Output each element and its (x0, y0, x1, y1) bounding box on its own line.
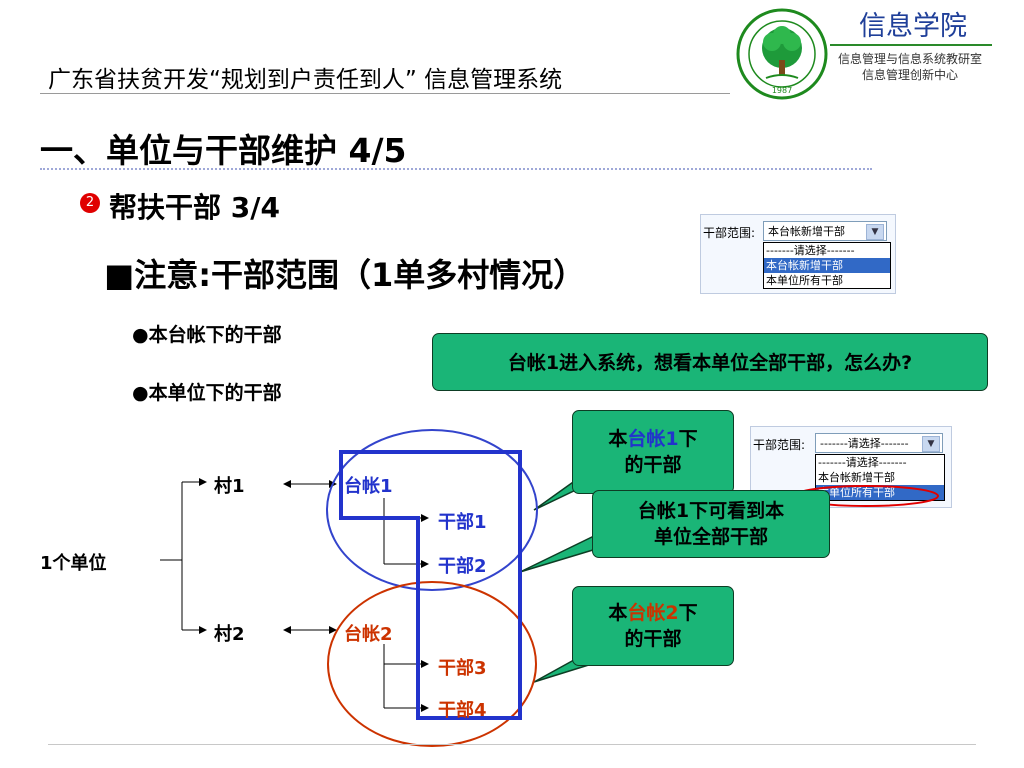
scope-select-1[interactable]: 本台帐新增干部 ▼ (763, 221, 887, 241)
footer-divider (48, 744, 976, 745)
section-title: 一、单位与干部维护 4/5 (40, 131, 407, 170)
ledger2-scope-circle (327, 581, 537, 747)
header-divider (40, 93, 730, 94)
scope-dropdown-1: -------请选择------- 本台帐新增干部 本单位所有干部 (763, 242, 891, 289)
cadre2-label: 干部2 (438, 556, 487, 577)
ledger1-label: 台帐1 (344, 476, 393, 497)
scope-dropdown-2: -------请选择------- 本台帐新增干部 本单位所有干部 (815, 454, 945, 501)
institute-divider (830, 44, 992, 46)
institute-sub2: 信息管理创新中心 (861, 68, 958, 82)
scope-label-1: 干部范围: (703, 226, 756, 240)
village2-label: 村2 (214, 624, 245, 645)
bullet-unit-cadres: ●本单位下的干部 (132, 382, 282, 404)
cadre1-label: 干部1 (438, 512, 487, 533)
scope-option[interactable]: -------请选择------- (818, 456, 907, 469)
scope-option[interactable]: 本台帐新增干部 (818, 471, 895, 484)
chevron-down-icon[interactable]: ▼ (866, 224, 884, 240)
scope-option-selected[interactable]: 本台帐新增干部 (764, 258, 890, 273)
unit-label: 1个单位 (40, 553, 107, 574)
scope-screenshot-1: 干部范围: 本台帐新增干部 ▼ -------请选择------- 本台帐新增干… (700, 214, 896, 294)
ledger2-highlight: 台帐2 (627, 602, 679, 624)
ledger2-label: 台帐2 (344, 624, 393, 645)
college-logo-icon: 1987 (736, 8, 828, 100)
scope-option[interactable]: 本单位所有干部 (766, 274, 843, 287)
scope-label-2: 干部范围: (753, 438, 806, 452)
cadre4-label: 干部4 (438, 700, 487, 721)
scope-select-1-value: 本台帐新增干部 (768, 225, 845, 238)
ledger1-highlight: 台帐1 (627, 428, 679, 450)
section-subtitle: 帮扶干部 3/4 (109, 191, 280, 224)
village1-label: 村1 (214, 476, 245, 497)
scope-select-2-value: -------请选择------- (820, 437, 909, 450)
step-badge: 2 (80, 193, 100, 213)
section-divider (40, 168, 872, 170)
callout-question: 台帐1进入系统，想看本单位全部干部，怎么办? (432, 333, 988, 391)
note-title: ■注意:干部范围（1单多村情况） (104, 256, 586, 294)
ledger1-scope-circle (326, 429, 538, 591)
logo-year: 1987 (772, 86, 792, 95)
callout-ledger1-cadres: 本台帐1下 的干部 (572, 410, 734, 494)
scope-select-2[interactable]: -------请选择------- ▼ (815, 433, 943, 453)
callout-ledger2-cadres: 本台帐2下 的干部 (572, 586, 734, 666)
institute-name: 信息学院 (859, 11, 967, 42)
institute-sub1: 信息管理与信息系统教研室 (837, 52, 982, 66)
callout-all-cadres: 台帐1下可看到本 单位全部干部 (592, 490, 830, 558)
unit-scope-bracket (339, 450, 522, 720)
chevron-down-icon[interactable]: ▼ (922, 436, 940, 452)
scope-option[interactable]: -------请选择------- (766, 244, 855, 257)
cadre3-label: 干部3 (438, 658, 487, 679)
bullet-ledger-cadres: ●本台帐下的干部 (132, 324, 282, 346)
system-title: 广东省扶贫开发“规划到户责任到人” 信息管理系统 (48, 67, 563, 93)
